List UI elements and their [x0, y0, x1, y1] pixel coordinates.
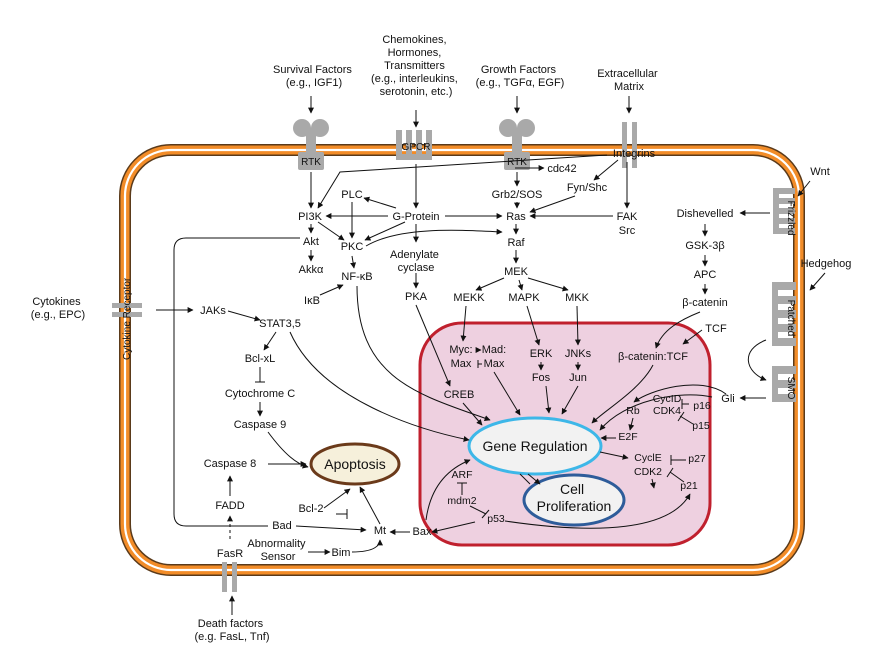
node-pi3k: PI3K — [298, 211, 323, 223]
node-fyn-shc: Fyn/Shc — [567, 182, 608, 194]
nuc-arf: ARF — [452, 469, 473, 481]
node-raf: Raf — [507, 237, 525, 249]
nuc-cdk4: CDK4 — [653, 405, 681, 417]
node-akt: Akt — [303, 236, 319, 248]
node-fadd: FADD — [215, 500, 244, 512]
node-dishevelled: Dishevelled — [677, 208, 734, 220]
node-src: Src — [619, 225, 636, 237]
nuc-fos: Fos — [532, 372, 551, 384]
frizzled-receptor — [773, 188, 795, 234]
node-cytochrome-c: Cytochrome C — [225, 388, 295, 400]
gene-regulation-ellipse — [467, 416, 603, 476]
node-bax: Bax — [413, 526, 432, 538]
nuc-p27: p27 — [688, 453, 706, 465]
gpcr-label: GPCR — [402, 142, 431, 153]
fasr-label: FasR — [217, 548, 243, 560]
rtk-receptor-left — [293, 119, 329, 170]
node-tcf: TCF — [705, 323, 727, 335]
rtk-label-left: RTK — [301, 157, 321, 168]
nuc-cycle: CyclE — [634, 452, 661, 464]
node-mekk: MEKK — [453, 292, 485, 304]
hedgehog-label: Hedgehog — [801, 258, 852, 270]
pathway-arrows — [156, 96, 826, 615]
patched-label: Patched — [785, 300, 796, 337]
cell-proliferation-label: Cell Proliferation — [537, 481, 612, 514]
node-bcl-xl: Bcl-xL — [245, 353, 276, 365]
chemokines-label: Chemokines, Hormones, Transmitters (e.g.… — [371, 34, 461, 98]
cytokines-label: Cytokines (e.g., EPC) — [31, 296, 85, 321]
survival-factors-label: Survival Factors (e.g., IGF1) — [273, 64, 355, 89]
abnormality-sensor-label: Abnormality Sensor — [247, 538, 308, 563]
cell-membrane — [119, 144, 805, 576]
node-mapk: MAPK — [508, 292, 540, 304]
node-gli: Gli — [721, 393, 734, 405]
node-mt: Mt — [374, 525, 386, 537]
node-cdc42: cdc42 — [547, 163, 576, 175]
extracellular-matrix-label: Extracellular Matrix — [597, 68, 661, 93]
nuc-jnks: JNKs — [565, 348, 592, 360]
nuc-max-2: Max — [484, 358, 505, 370]
node-gsk-3b: GSK-3β — [685, 240, 724, 252]
node-grb2-sos: Grb2/SOS — [492, 189, 543, 201]
cytokine-receptor — [112, 303, 142, 317]
node-bcl-2: Bcl-2 — [298, 503, 323, 515]
smo-receptor — [772, 366, 796, 402]
nuc-myc: Myc: — [449, 344, 472, 356]
node-caspase-9: Caspase 9 — [234, 419, 287, 431]
node-bad: Bad — [272, 520, 292, 532]
gpcr-receptor — [396, 130, 432, 160]
node-plc: PLC — [341, 189, 362, 201]
node-jaks: JAKs — [200, 305, 226, 317]
node-ikb: IκB — [304, 295, 320, 307]
nuc-e2f: E2F — [618, 431, 637, 443]
nuc-p53: p53 — [487, 513, 505, 525]
node-b-catenin: β-catenin — [682, 297, 727, 309]
node-mkk: MKK — [565, 292, 590, 304]
frizzled-label: Frizzled — [785, 200, 796, 235]
node-g-protein: G-Protein — [392, 211, 439, 223]
node-nf-kb: NF-κB — [341, 271, 372, 283]
nuc-p16: p16 — [693, 400, 711, 412]
apoptosis-label: Apoptosis — [324, 456, 385, 472]
nuc-cdk2: CDK2 — [634, 466, 662, 478]
nuc-creb: CREB — [444, 389, 475, 401]
nuc-mdm2: mdm2 — [447, 495, 476, 507]
node-stat: STAT3,5 — [259, 318, 301, 330]
nuc-mad: Mad: — [482, 344, 506, 356]
apoptosis-ellipse — [309, 442, 401, 486]
node-fak: FAK — [617, 211, 638, 223]
node-integrins: Integrins — [613, 148, 656, 160]
node-caspase-8: Caspase 8 — [204, 458, 257, 470]
smo-label: SMO — [785, 377, 796, 400]
cell-proliferation-ellipse — [522, 473, 626, 527]
nuc-jun: Jun — [569, 372, 587, 384]
nuc-erk: ERK — [530, 348, 553, 360]
fasr-receptor — [222, 562, 237, 592]
nuc-p21: p21 — [680, 480, 698, 492]
node-adenylate-cyclase: Adenylate cyclase — [390, 249, 442, 274]
nuc-p15: p15 — [692, 420, 710, 432]
gene-regulation-label: Gene Regulation — [482, 438, 587, 454]
node-ras: Ras — [506, 211, 526, 223]
cytokine-receptor-label: Cytokine Receptor — [122, 277, 133, 360]
nuc-max-1: Max — [451, 358, 472, 370]
integrin-receptor — [622, 122, 637, 168]
node-bim: Bim — [332, 547, 351, 559]
node-pka: PKA — [405, 291, 428, 303]
node-akka: Akkα — [299, 264, 324, 276]
node-mek: MEK — [504, 266, 529, 278]
node-pkc: PKC — [341, 241, 364, 253]
nuc-b-catenin-tcf: β-catenin:TCF — [618, 351, 688, 363]
rtk-label-right: RTK — [507, 157, 527, 168]
wnt-label: Wnt — [810, 166, 830, 178]
growth-factors-label: Growth Factors (e.g., TGFα, EGF) — [476, 64, 565, 89]
node-apc: APC — [694, 269, 717, 281]
death-factors-label: Death factors (e.g. FasL, Tnf) — [195, 618, 270, 643]
patched-receptor — [772, 282, 796, 346]
